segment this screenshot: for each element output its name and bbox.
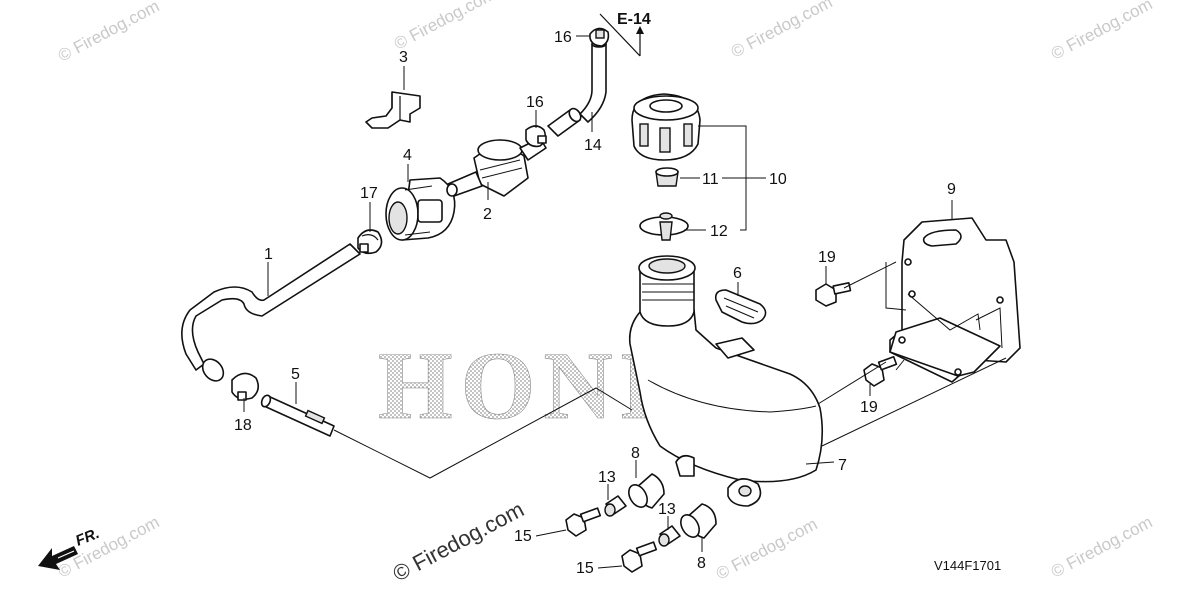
callout-3: 3 bbox=[399, 49, 408, 66]
callout-8-lower: 8 bbox=[697, 555, 706, 572]
callout-9: 9 bbox=[947, 181, 956, 198]
callout-17: 17 bbox=[360, 185, 378, 202]
callout-15-upper: 15 bbox=[514, 528, 532, 545]
bolt-icon bbox=[565, 507, 602, 537]
callout-19-upper: 19 bbox=[818, 249, 836, 266]
watermark-main: © Firedog.com bbox=[389, 496, 528, 586]
grommet-icon bbox=[628, 473, 665, 509]
bracket-icon bbox=[889, 217, 1021, 383]
fuel-cap-icon bbox=[631, 93, 701, 161]
callout-8-upper: 8 bbox=[631, 445, 640, 462]
leader-line bbox=[333, 387, 633, 479]
callout-18: 18 bbox=[234, 417, 252, 434]
filter-cup-icon bbox=[385, 177, 456, 241]
fuel-tank-icon bbox=[628, 255, 824, 507]
callout-19-lower: 19 bbox=[860, 399, 878, 416]
callout-10: 10 bbox=[769, 171, 787, 188]
section-ref-label: E-14 bbox=[617, 11, 651, 28]
watermark-text: © Firedog.com bbox=[391, 0, 499, 54]
clamp-icon bbox=[231, 372, 260, 401]
section-ref: E-14 bbox=[599, 11, 651, 57]
grommet-icon bbox=[680, 503, 717, 539]
callout-16-mid: 16 bbox=[526, 94, 544, 111]
callout-15-lower: 15 bbox=[576, 560, 594, 577]
watermark-text: © Firedog.com bbox=[55, 512, 163, 581]
cap-plug-icon bbox=[655, 167, 679, 187]
watermark-text: © Firedog.com bbox=[55, 0, 163, 66]
bolt-icon bbox=[863, 355, 898, 387]
callout-12: 12 bbox=[710, 223, 728, 240]
callout-6: 6 bbox=[733, 265, 742, 282]
fuel-hose-icon bbox=[181, 243, 361, 382]
callout-7: 7 bbox=[838, 457, 847, 474]
callout-leaders bbox=[243, 35, 953, 569]
callout-13-upper: 13 bbox=[598, 469, 616, 486]
callout-11: 11 bbox=[702, 171, 719, 188]
watermark-text: © Firedog.com bbox=[728, 0, 836, 62]
callout-5: 5 bbox=[291, 366, 300, 383]
fuel-filter-icon bbox=[446, 137, 547, 197]
clip-part-icon bbox=[365, 91, 421, 129]
hose-icon bbox=[579, 40, 607, 123]
rubber-pad-icon bbox=[714, 289, 767, 325]
callout-13-lower: 13 bbox=[658, 501, 676, 518]
clamp-icon bbox=[357, 229, 383, 255]
collar-icon bbox=[658, 525, 681, 547]
callout-2: 2 bbox=[483, 206, 492, 223]
hose-segment-icon bbox=[547, 107, 582, 137]
collar-icon bbox=[604, 495, 627, 517]
diagram-code: V144F1701 bbox=[934, 558, 1001, 573]
bolt-icon bbox=[621, 541, 658, 573]
callout-labels: 1 2 3 4 5 6 7 8 8 9 10 11 12 13 13 14 15… bbox=[234, 29, 956, 577]
breather-pipe-icon bbox=[260, 394, 335, 437]
gasket-icon bbox=[639, 212, 689, 241]
clamp-icon bbox=[589, 27, 610, 47]
watermark-text: © Firedog.com bbox=[1048, 0, 1156, 64]
watermark-text: © Firedog.com bbox=[713, 514, 821, 583]
clamp-icon bbox=[525, 125, 547, 148]
callout-16-top: 16 bbox=[554, 29, 572, 46]
callout-14: 14 bbox=[584, 137, 602, 154]
callout-4: 4 bbox=[403, 147, 412, 164]
bolt-icon bbox=[815, 281, 852, 307]
leader-lines bbox=[817, 261, 1007, 447]
callout-1: 1 bbox=[264, 246, 273, 263]
watermark-text: © Firedog.com bbox=[1048, 512, 1156, 581]
